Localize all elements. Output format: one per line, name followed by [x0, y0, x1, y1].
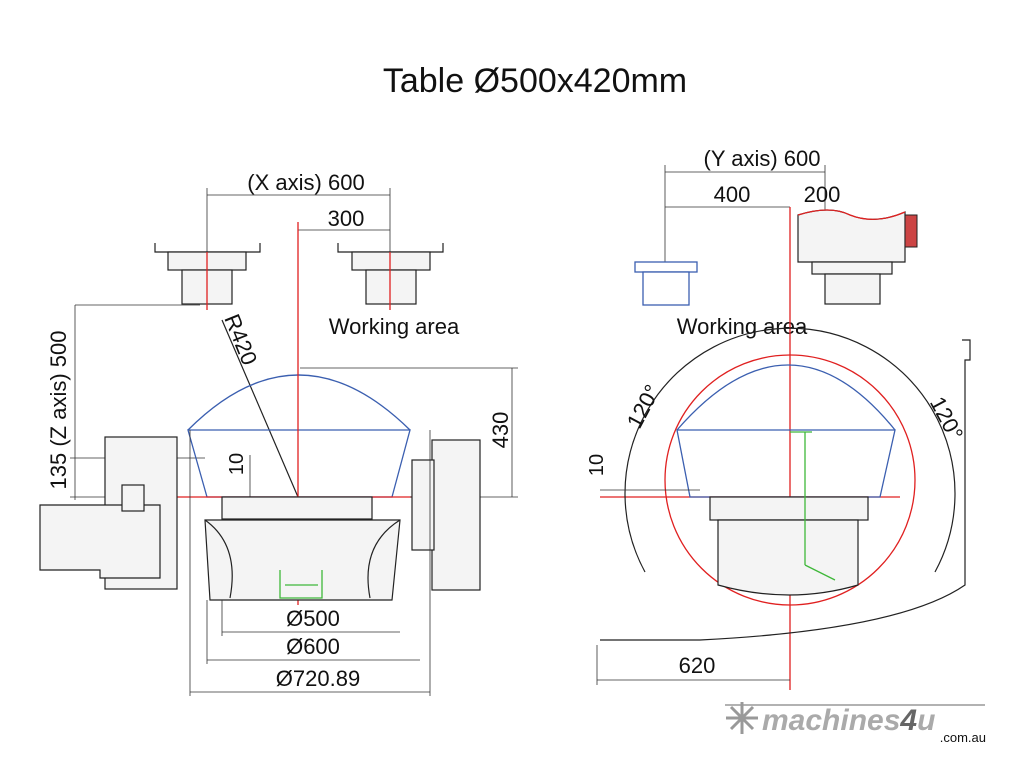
depth-label: 620: [679, 653, 716, 678]
dia-swing-label: Ø720.89: [276, 666, 360, 691]
fixture: [279, 570, 323, 599]
tilt-left-label: 120°: [622, 381, 665, 433]
z-axis-label: 135 (Z axis) 500: [46, 331, 71, 490]
x-half-label: 300: [328, 206, 365, 231]
offset-label-right: 10: [586, 454, 608, 476]
snowflake-icon: [726, 702, 758, 734]
height-label: 430: [488, 412, 513, 449]
svg-text:machines4u: machines4u: [762, 704, 935, 737]
right-view: (Y axis) 600 400 200 Working area 120° 1…: [586, 146, 985, 706]
spindle-left: [154, 243, 261, 310]
radius-label: R420: [219, 311, 262, 369]
y-axis-label: (Y axis) 600: [704, 146, 821, 171]
dia-600-label: Ø600: [286, 634, 340, 659]
drawing-title: Table Ø500x420mm: [383, 62, 687, 100]
spindle-front: [634, 261, 698, 306]
left-view: (X axis) 600 300 Working area 135 (Z axi…: [39, 170, 518, 696]
machines4u-logo: machines4u .com.au: [726, 702, 986, 745]
logo-domain: .com.au: [940, 730, 986, 745]
spindle-rear: [797, 209, 918, 305]
tilt-right-label: 120°: [925, 393, 968, 445]
x-axis-label: (X axis) 600: [247, 170, 364, 195]
working-area-label-left: Working area: [329, 314, 460, 339]
y-400-label: 400: [714, 182, 751, 207]
offset-label-left: 10: [226, 453, 248, 475]
spindle-right: [337, 243, 444, 310]
dia-500-label: Ø500: [286, 606, 340, 631]
y-200-label: 200: [804, 182, 841, 207]
